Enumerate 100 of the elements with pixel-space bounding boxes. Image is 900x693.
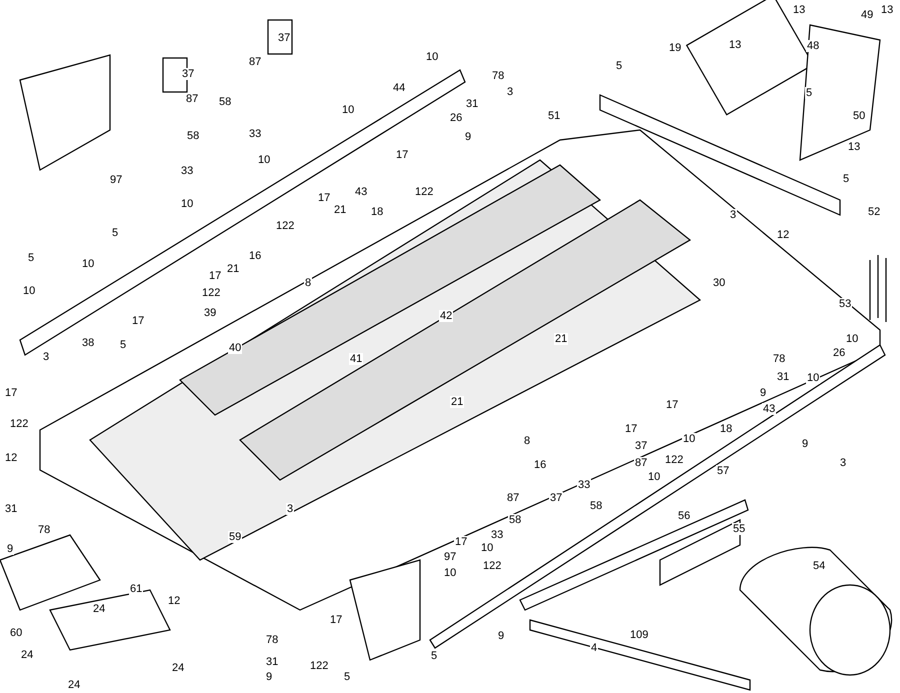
callout-number: 10 — [806, 372, 820, 384]
callout-number: 37 — [181, 68, 196, 80]
callout-number: 60 — [9, 627, 24, 639]
callout-number: 10 — [443, 567, 458, 579]
callout-number: 31 — [776, 371, 790, 383]
callout-number: 55 — [732, 523, 746, 535]
callout-number: 21 — [554, 333, 568, 345]
callout-number: 57 — [716, 465, 730, 477]
callout-number: 122 — [482, 560, 502, 572]
callout-number: 5 — [27, 252, 36, 264]
callout-number: 10 — [341, 104, 356, 116]
callout-number: 48 — [806, 40, 820, 52]
callout-number: 26 — [832, 347, 846, 359]
callout-number: 78 — [265, 634, 280, 646]
callout-number: 18 — [719, 423, 734, 435]
callout-number: 58 — [508, 514, 522, 526]
callout-number: 3 — [729, 209, 738, 221]
callout-number: 109 — [629, 629, 650, 641]
callout-number: 21 — [226, 263, 240, 275]
callout-number: 38 — [81, 337, 96, 349]
callout-number: 87 — [634, 457, 648, 469]
callout-number: 43 — [762, 403, 776, 415]
callout-number: 10 — [257, 154, 272, 166]
callout-number: 31 — [4, 503, 18, 515]
callout-number: 17 — [317, 192, 332, 204]
callout-number: 17 — [395, 149, 410, 161]
callout-number: 3 — [506, 86, 514, 98]
callout-number: 9 — [497, 630, 506, 642]
callout-number: 78 — [491, 70, 506, 82]
callout-number: 17 — [665, 399, 680, 411]
callout-number: 10 — [180, 198, 194, 210]
callout-number: 40 — [228, 342, 242, 354]
callout-number: 13 — [728, 39, 742, 51]
callout-number: 10 — [647, 471, 662, 483]
callout-number: 51 — [547, 110, 562, 122]
callout-number: 5 — [111, 227, 120, 239]
callout-number: 9 — [6, 543, 14, 555]
callout-number: 43 — [354, 186, 368, 198]
callout-number: 12 — [167, 595, 182, 607]
callout-number: 59 — [228, 531, 242, 543]
callout-number: 10 — [480, 542, 494, 554]
callout-number: 31 — [265, 656, 280, 668]
callout-number: 12 — [776, 229, 790, 241]
callout-number: 21 — [333, 204, 348, 216]
callout-number: 24 — [67, 679, 82, 691]
callout-number: 30 — [712, 277, 726, 289]
callout-number: 10 — [425, 51, 440, 63]
callout-number: 49 — [860, 9, 874, 21]
callout-number: 87 — [506, 492, 520, 504]
callout-number: 58 — [589, 500, 604, 512]
callout-number: 13 — [880, 4, 894, 16]
callout-number: 122 — [201, 287, 222, 299]
callout-number: 54 — [812, 560, 826, 572]
callout-number: 13 — [847, 141, 862, 153]
callout-number: 58 — [186, 130, 200, 142]
callout-number: 5 — [430, 650, 438, 662]
callout-number: 122 — [275, 220, 296, 232]
callout-number: 4 — [590, 642, 598, 654]
callout-number: 16 — [533, 459, 548, 471]
callout-number: 31 — [465, 98, 480, 110]
callout-number: 17 — [624, 423, 638, 435]
callout-number: 61 — [129, 583, 144, 595]
callout-number: 17 — [329, 614, 344, 626]
callout-number: 5 — [119, 339, 128, 351]
callout-number: 8 — [304, 277, 312, 289]
callout-number: 18 — [370, 206, 384, 218]
callout-number: 19 — [668, 42, 682, 54]
callout-number: 78 — [37, 524, 52, 536]
callout-number: 87 — [248, 56, 262, 68]
callout-number: 9 — [759, 387, 768, 399]
callout-number: 33 — [490, 529, 504, 541]
callout-number: 53 — [838, 298, 852, 310]
callout-number: 3 — [42, 351, 50, 363]
callout-number: 17 — [454, 536, 468, 548]
callout-number: 122 — [309, 660, 330, 672]
callout-number: 37 — [277, 32, 292, 44]
callout-number: 16 — [248, 250, 262, 262]
callout-number: 44 — [392, 82, 406, 94]
callout-number: 3 — [839, 457, 848, 469]
callout-number: 97 — [109, 174, 124, 186]
callout-number: 3 — [286, 503, 294, 515]
callout-number: 17 — [208, 270, 222, 282]
callout-number: 33 — [180, 165, 194, 177]
callout-number: 39 — [203, 307, 218, 319]
callout-number: 21 — [450, 396, 464, 408]
callout-number: 10 — [22, 285, 36, 297]
callout-number: 10 — [845, 333, 860, 345]
callout-number: 5 — [615, 60, 624, 72]
callout-number: 41 — [349, 353, 364, 365]
callout-number: 9 — [801, 438, 810, 450]
callout-number: 24 — [20, 649, 34, 661]
callout-number: 122 — [664, 454, 684, 466]
callout-number: 33 — [577, 479, 592, 491]
callout-number: 17 — [4, 387, 18, 399]
callout-number: 10 — [81, 258, 96, 270]
callout-number: 58 — [218, 96, 232, 108]
callout-number: 50 — [852, 110, 866, 122]
callout-number: 5 — [343, 671, 352, 683]
callout-number: 17 — [131, 315, 146, 327]
callout-number: 5 — [842, 173, 850, 185]
